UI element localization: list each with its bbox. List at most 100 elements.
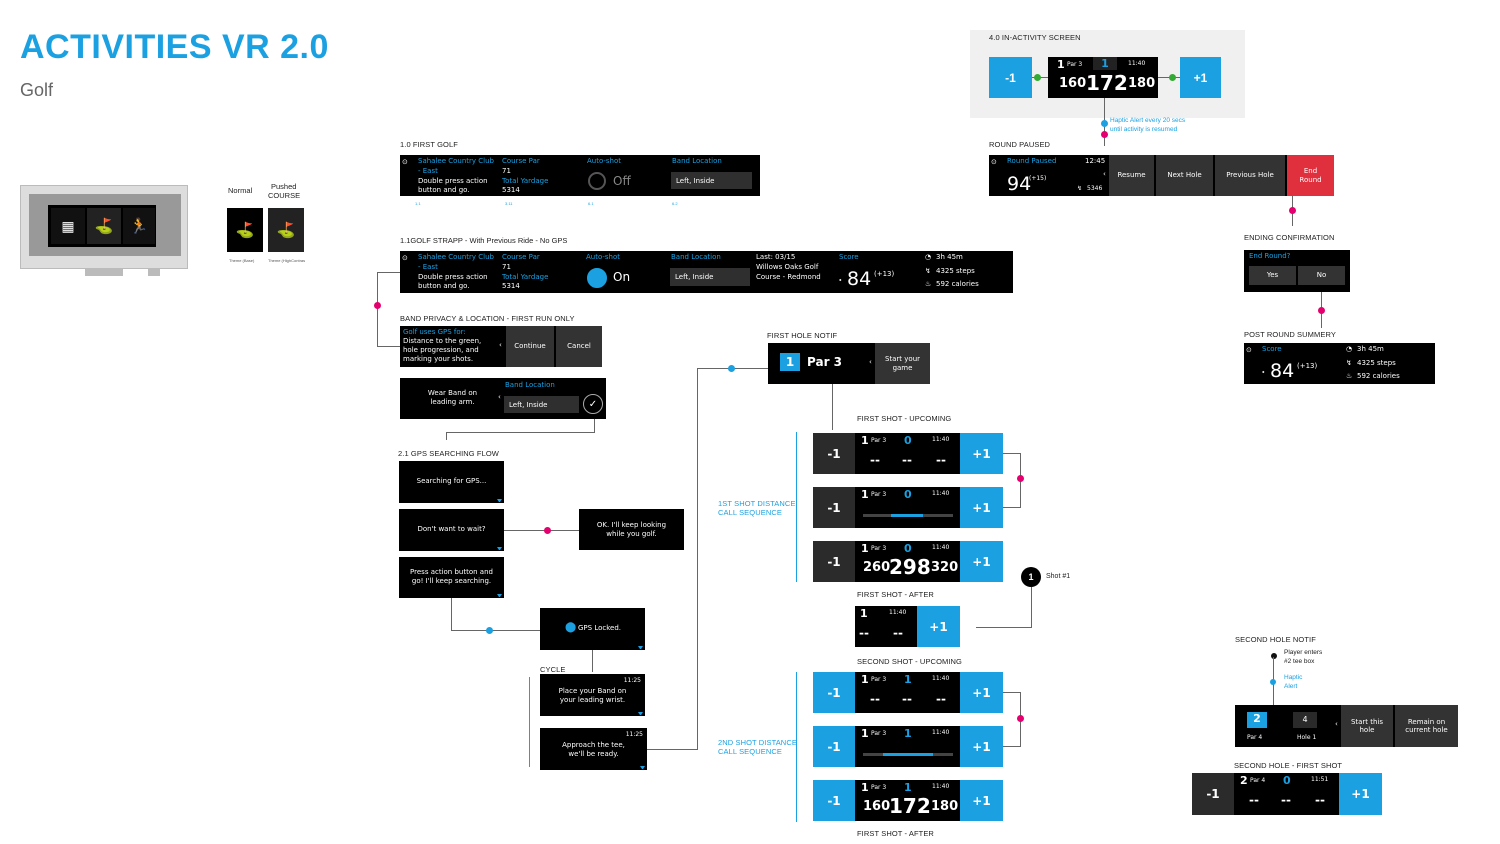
par-text: Par 3 [807,355,843,369]
golf-tile-pushed: ⛳ [268,208,304,252]
dist-front: -- [936,692,946,706]
minus-button[interactable]: -1 [813,433,855,474]
auto-shot-off-icon[interactable] [588,172,606,190]
plus-button[interactable]: +1 [960,433,1003,474]
auto-shot-on-icon[interactable] [587,268,607,288]
duration: 3h 45m [1357,345,1384,353]
continue-button[interactable]: Continue [506,326,554,367]
plus-button[interactable]: +1 [1339,773,1382,815]
next-hole-button[interactable]: Next Hole [1156,155,1213,196]
par-text: Par 3 [1067,61,1083,68]
dist-center: 172 [889,794,931,818]
plus-button[interactable]: +1 [960,541,1003,582]
check-icon[interactable]: ✓ [583,394,603,414]
time: 11:25 [623,677,641,684]
runner-icon: 🏃 [123,208,155,244]
back-icon[interactable]: ⊙ [991,158,997,166]
mark-text: button and go. [418,282,470,290]
chevron-left-icon: ‹ [869,358,872,366]
haptic-note-1: Haptic Alert every 20 secs [1110,117,1186,124]
band-location-screen: Wear Band on leading arm. ‹ Band Locatio… [400,378,606,419]
score-header: Score [839,253,859,261]
first-hole-label: FIRST HOLE NOTIF [767,331,838,340]
second-shot-upcoming-screen: -1 1 Par 3 1 11:40 -- -- -- +1 [813,672,1003,713]
score-over: (+15) [1029,175,1047,182]
minus-button[interactable]: -1 [989,57,1032,98]
plus-button[interactable]: +1 [917,606,960,647]
start-hole-line1: Start this [1350,717,1384,726]
band-location-field[interactable]: Left, Inside [671,172,752,189]
progress-fill [891,514,923,517]
dist-front: -- [1315,793,1325,807]
normal-label: Normal [228,186,253,195]
start-line2: game [892,363,913,372]
steps-icon: ↯ [1346,359,1352,367]
steps: 4325 steps [1357,359,1396,367]
steps-icon: ↯ [925,267,931,275]
haptic-note-2: until activity is resumed [1110,126,1178,133]
resume-button[interactable]: Resume [1109,155,1154,196]
hole-number: 1 [861,434,869,447]
plus-button[interactable]: +1 [1180,57,1221,98]
plus-button[interactable]: +1 [960,672,1003,713]
score-over: (+13) [874,270,895,278]
first-shot-after-screen: 1 11:40 -- -- +1 [855,606,960,647]
gps-text3: marking your shots. [403,355,474,363]
band-location-field[interactable]: Left, Inside [504,396,579,413]
band-location-field[interactable]: Left, Inside [670,268,750,286]
minus-button[interactable]: -1 [813,487,855,528]
cancel-button[interactable]: Cancel [556,326,602,367]
steps-icon: ↯ [1077,185,1083,192]
back-icon[interactable]: ⊙ [402,158,408,166]
minus-button[interactable]: -1 [813,726,855,767]
first-shot-after-label-2: FIRST SHOT - AFTER [857,829,934,838]
plus-button[interactable]: +1 [960,487,1003,528]
score-value: 84 [1270,360,1295,382]
minus-button[interactable]: -1 [1192,773,1234,815]
dist-front: -- [936,453,946,467]
paused-label: ROUND PAUSED [989,140,1051,149]
dist-back: 160 [1059,76,1087,91]
auto-shot-header: Auto-shot [586,253,621,261]
press-line2: go! I'll keep searching. [411,577,492,585]
second-hole-first-shot-screen: -1 2 Par 4 0 11:51 -- -- -- +1 [1192,773,1382,815]
in-activity-screen: 1 Par 3 1 11:40 160 172 180 [1048,57,1158,98]
plus-button[interactable]: +1 [960,780,1003,821]
back-icon[interactable]: ⊙ [1246,346,1252,354]
minus-button[interactable]: -1 [813,672,855,713]
duration: 3h 45m [936,253,963,261]
yes-button[interactable]: Yes [1249,266,1296,285]
last-round-date: Last: 03/15 [756,253,796,261]
previous-hole-button[interactable]: Previous Hole [1215,155,1285,196]
first-shot-distance-screen: -1 1 Par 3 0 11:40 260 298 320 +1 [813,541,1003,582]
back-icon[interactable]: ⊙ [402,254,408,262]
minus-button[interactable]: -1 [813,541,855,582]
plus-button[interactable]: +1 [960,726,1003,767]
last-course-line1: Willows Oaks Golf [756,263,819,271]
dist-back: 160 [863,799,891,814]
time: 11:40 [932,436,950,443]
first-shot-upcoming-label: FIRST SHOT - UPCOMING [857,414,952,423]
no-button[interactable]: No [1298,266,1345,285]
calories: 592 calories [936,280,979,288]
wait-text[interactable]: Don't want to wait? [417,525,486,533]
seq2-label-b: CALL SEQUENCE [718,747,782,756]
approach-tee-screen: 11:25 Approach the tee, we'll be ready. [540,728,647,770]
strapp-screen: ⊙ Sahalee Country Club - East Double pre… [400,251,1013,293]
time: 11:40 [932,544,950,551]
yardage-header: Total Yardage [502,177,549,185]
gps-ok-screen: OK. I'll keep looking while you golf. [579,509,684,550]
par-header: Course Par [502,253,540,261]
par-value: 71 [502,263,511,271]
ending-label: ENDING CONFIRMATION [1244,233,1335,242]
minus-button[interactable]: -1 [813,780,855,821]
calories: 592 calories [1357,372,1400,380]
first-golf-screen: ⊙ Sahalee Country Club - East Double pre… [400,155,760,196]
dist-center: -- [902,453,912,467]
